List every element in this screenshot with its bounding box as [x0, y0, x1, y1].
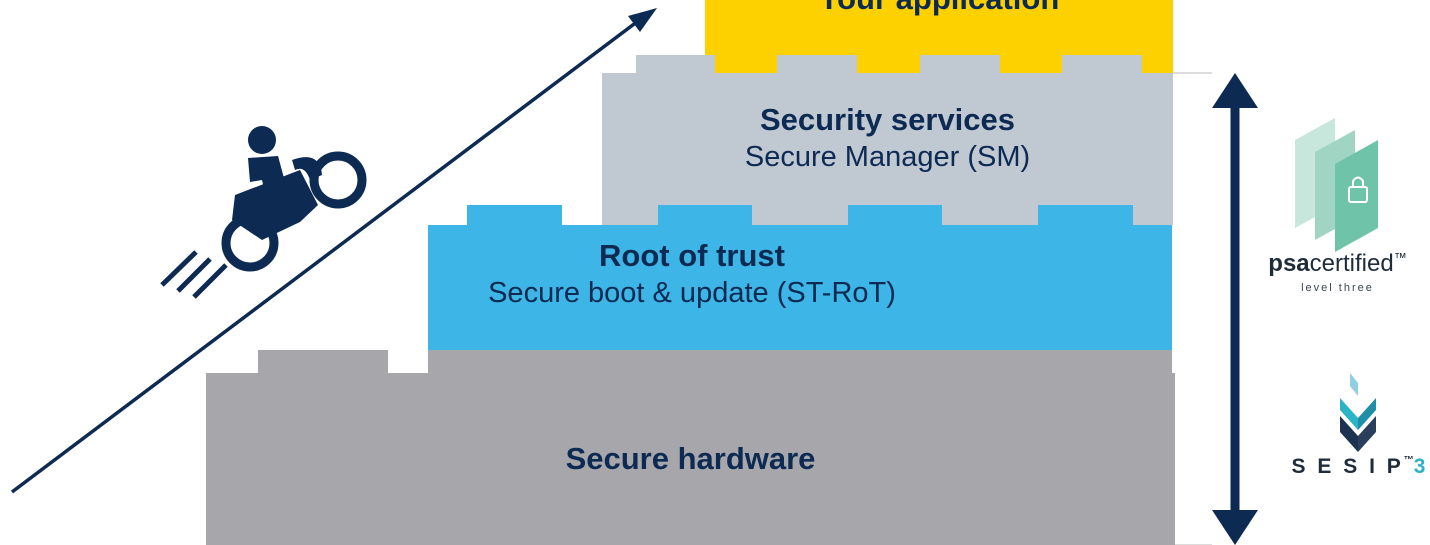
psa-level: level three: [1301, 282, 1374, 294]
psa-brand-regular: certified: [1309, 250, 1394, 277]
hardware-bump: [748, 350, 843, 373]
sesip-letters: S E S I P: [1291, 455, 1404, 478]
root-of-trust-title: Root of trust: [599, 238, 785, 273]
psa-tm: ™: [1393, 250, 1407, 265]
sesip-tm: ™: [1403, 455, 1414, 466]
psa-level-text: level three: [1250, 282, 1425, 294]
sesip-level: 3: [1413, 455, 1429, 478]
lock-icon: [1348, 176, 1368, 203]
diagonal-arrow-icon: [10, 8, 657, 494]
vertical-double-arrow-icon: [1212, 73, 1258, 545]
secure-hardware-title: Secure hardware: [565, 441, 816, 476]
motorcycle-rider-icon: [160, 126, 367, 299]
application-title: Your application: [705, 0, 1173, 18]
application-label: Your application: [705, 0, 1173, 18]
psa-certified-logo: [1295, 118, 1378, 252]
hardware-bump: [993, 350, 1088, 373]
secure-hardware-layer: [206, 350, 1175, 545]
root-of-trust-layer: [428, 205, 1172, 373]
security-services-layer: [602, 55, 1173, 225]
secure-hardware-label: Secure hardware: [206, 440, 1175, 478]
security-services-subtitle: Secure Manager (SM): [744, 141, 1031, 173]
root-of-trust-label: Root of trust Secure boot & update (ST-R…: [428, 237, 956, 311]
hardware-bump: [503, 350, 598, 373]
sesip-text: S E S I P™3: [1290, 455, 1430, 479]
application-layer: [705, 0, 1173, 73]
root-of-trust-subtitle: Secure boot & update (ST-RoT): [488, 277, 896, 309]
psa-brand-bold: psa: [1268, 250, 1310, 277]
sesip-logo: [1340, 373, 1376, 452]
security-services-label: Security services Secure Manager (SM): [602, 101, 1173, 175]
psa-certified-text: psacertified™: [1250, 250, 1425, 278]
security-services-title: Security services: [759, 102, 1016, 137]
